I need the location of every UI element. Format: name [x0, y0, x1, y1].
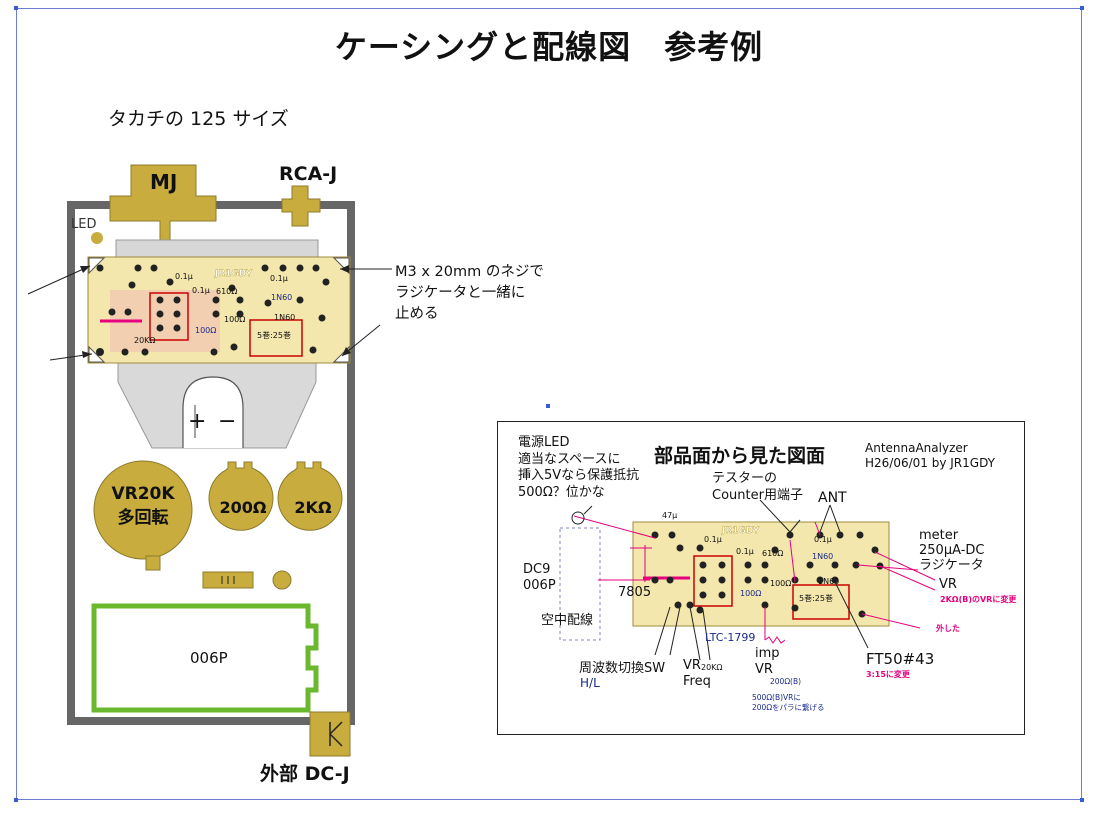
svg-text:1N60: 1N60 [274, 313, 295, 322]
pot-200 [208, 461, 274, 531]
selection-handle[interactable] [1080, 798, 1084, 802]
selection-handle[interactable] [546, 404, 550, 408]
hl-label: H/L [580, 676, 600, 690]
svg-text:0.1μ: 0.1μ [736, 547, 754, 556]
selection-handle[interactable] [14, 6, 18, 10]
reg-label: 7805 [618, 585, 652, 600]
case-size-note: タカチの 125 サイズ [108, 108, 289, 130]
ft50-change-note: 3:15に変更 [866, 670, 910, 679]
svg-text:0.1μ: 0.1μ [175, 272, 193, 281]
svg-text:1N60: 1N60 [818, 577, 839, 586]
tester-note: テスターの Counter用端子 [712, 471, 803, 503]
svg-text:5巻:25巻: 5巻:25巻 [257, 330, 291, 340]
imp-vr-value: 200Ω(B) [770, 677, 802, 686]
vr-freq-value: 20KΩ [701, 663, 723, 672]
pot-2k [277, 461, 343, 531]
artboard-frame [16, 8, 1082, 800]
ant-label: ANT [818, 490, 847, 506]
rca-connector [281, 185, 321, 227]
svg-text:610Ω: 610Ω [216, 287, 237, 296]
vr-freq-label: VR Freq [683, 658, 711, 689]
svg-text:100Ω: 100Ω [224, 315, 245, 324]
battery-outline [91, 603, 319, 713]
svg-text:JR1GDY: JR1GDY [214, 269, 253, 279]
svg-text:0.1μ: 0.1μ [814, 535, 832, 544]
svg-text:100Ω: 100Ω [195, 326, 216, 335]
vr-change-note: 2KΩ(B)のVRに変更 [940, 595, 1017, 604]
pot-2k-label: 2KΩ [294, 498, 332, 517]
dc-jack-label: 外部 DC-J [260, 763, 350, 785]
svg-text:1N60: 1N60 [271, 293, 292, 302]
panel-credit: AntennaAnalyzer H26/06/01 by JR1GDY [865, 441, 995, 470]
removed-note: 外した [936, 624, 960, 633]
ft50-label: FT50#43 [866, 650, 935, 668]
svg-text:610Ω: 610Ω [762, 549, 783, 558]
pot-200-label: 200Ω [219, 498, 267, 517]
svg-text:0.1μ: 0.1μ [704, 535, 722, 544]
panel-title: 部品面から見た図面 [654, 445, 826, 467]
air-wiring-label: 空中配線 [541, 613, 594, 628]
svg-text:JR1GDY: JR1GDY [721, 526, 760, 536]
dc9-label: DC9 006P [523, 562, 556, 593]
vr-label: VR [939, 577, 957, 592]
vr20k-pot [93, 460, 193, 560]
svg-text:47μ: 47μ [662, 511, 677, 520]
imp-vr-label: imp VR [755, 646, 780, 677]
selection-handle[interactable] [1080, 6, 1084, 10]
ltc-label: LTC-1799 [705, 631, 756, 644]
battery-plus: + [188, 409, 207, 434]
led-note: 電源LED 適当なスペースに 挿入5Vなら保護抵抗 500Ω？位かな [518, 435, 640, 500]
svg-text:20KΩ: 20KΩ [134, 336, 156, 345]
svg-text:100Ω: 100Ω [770, 579, 791, 588]
battery-label: 006P [190, 649, 228, 667]
svg-text:0.1μ: 0.1μ [270, 274, 288, 283]
led-label: LED [71, 217, 97, 232]
rca-label: RCA-J [279, 163, 338, 185]
svg-text:5巻:25巻: 5巻:25巻 [799, 593, 833, 603]
selection-handle[interactable] [14, 798, 18, 802]
parallel-note: 500Ω(B)VRに 200Ωをパラに繋げる [752, 693, 825, 712]
led-bezel [272, 570, 292, 590]
meter-label: meter 250μA-DC ラジケータ [919, 528, 985, 573]
panel-pcb [632, 521, 890, 627]
svg-text:0.1μ: 0.1μ [192, 286, 210, 295]
page-title: ケーシングと配線図 参考例 [334, 28, 764, 66]
battery-minus: − [218, 409, 237, 434]
screw-note: M3 x 20mm のネジで ラジケータと一緒に 止める [395, 264, 544, 322]
band-switch-label: 周波数切換SW [579, 661, 666, 676]
svg-text:1N60: 1N60 [812, 552, 833, 561]
vr20k-label: VR20K 多回転 [111, 484, 175, 528]
led-icon [91, 232, 103, 244]
svg-text:100Ω: 100Ω [740, 589, 761, 598]
mj-label: MJ [150, 170, 178, 194]
